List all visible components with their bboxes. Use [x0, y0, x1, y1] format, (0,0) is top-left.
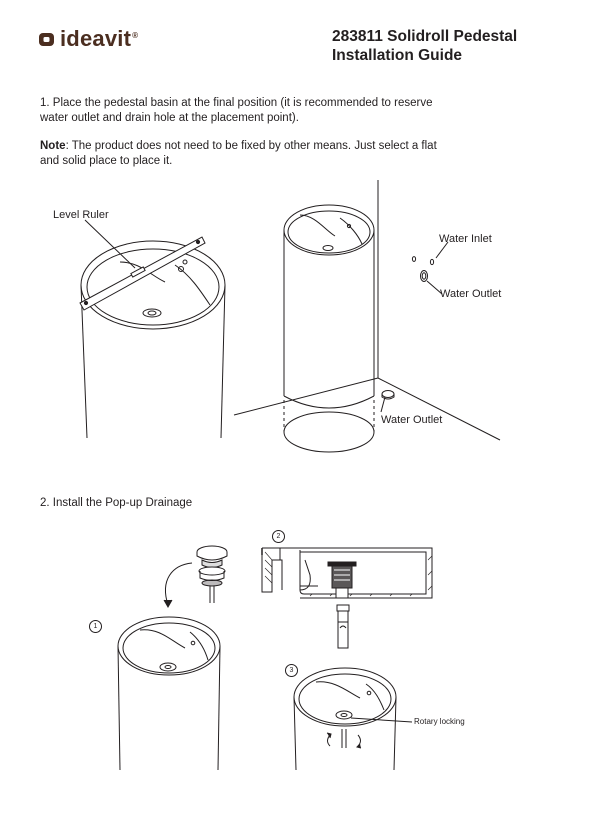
water-inlet-label: Water Inlet: [439, 233, 492, 245]
pedestal-with-level-ruler: [79, 219, 226, 439]
level-ruler-label: Level Ruler: [53, 209, 109, 221]
note-label: Note: [40, 140, 66, 152]
cross-section-diagram: [261, 547, 433, 649]
wall-corner-scene: [233, 180, 501, 453]
page-title: 283811 Solidroll Pedestal Installation G…: [332, 27, 517, 65]
title-line-1: 283811 Solidroll Pedestal: [332, 28, 518, 45]
step-marker-2: 2: [272, 530, 285, 543]
brand-logo: ideavit®: [38, 26, 138, 52]
pedestal-step-3: [293, 667, 413, 771]
step-marker-3: 3: [285, 664, 298, 677]
step-2-heading: 2. Install the Pop-up Drainage: [40, 497, 193, 509]
water-outlet-floor-label: Water Outlet: [381, 414, 443, 426]
step-1-note: Note: The product does not need to be fi…: [40, 139, 440, 168]
logo-mark-icon: [39, 33, 54, 46]
rotary-locking-label: Rotary locking: [414, 717, 465, 726]
insert-arrow-icon: [164, 562, 193, 606]
brand-name: ideavit®: [60, 26, 139, 51]
popup-drain-component: [196, 545, 228, 603]
title-line-2: Installation Guide: [332, 47, 463, 64]
note-text: : The product does not need to be fixed …: [40, 140, 437, 167]
step-1-instruction: 1. Place the pedestal basin at the final…: [40, 97, 433, 124]
pedestal-step-1: [117, 616, 221, 771]
step-marker-1: 1: [89, 620, 102, 633]
water-outlet-wall-label: Water Outlet: [440, 288, 502, 300]
